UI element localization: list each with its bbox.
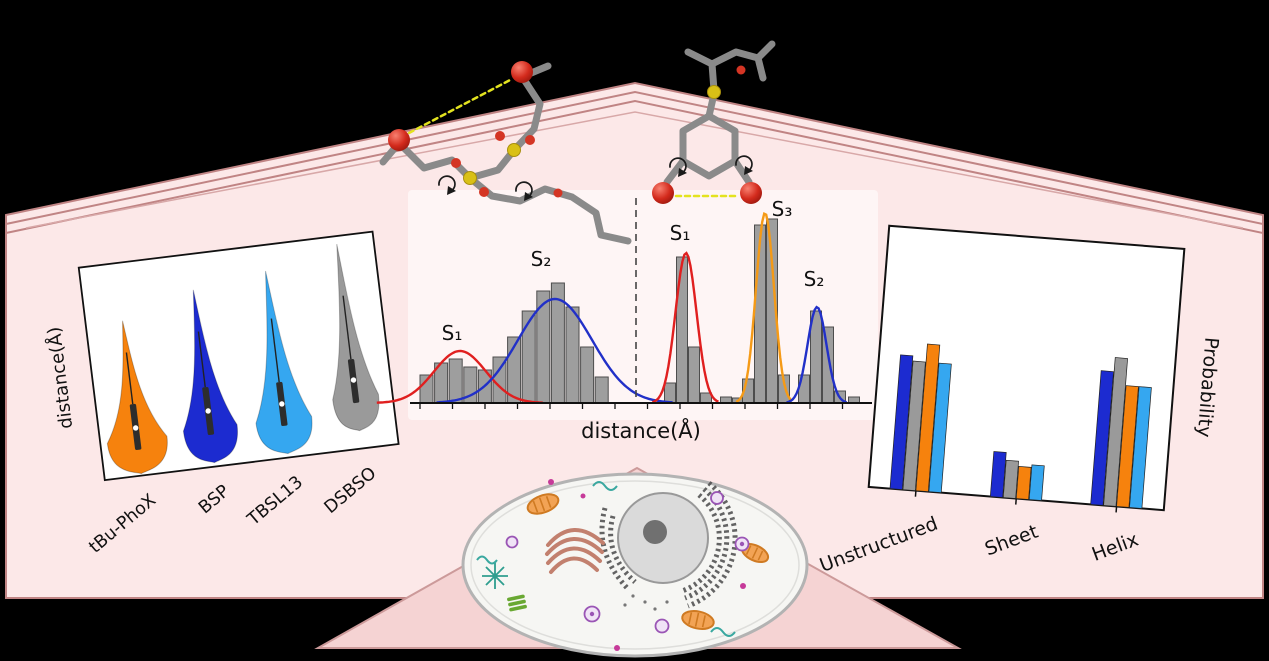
fit-curve (652, 251, 719, 404)
violin-category-label: TBSL13 (243, 472, 307, 530)
bar (889, 354, 914, 490)
violin-median-dot (350, 377, 357, 383)
violin-shape (255, 270, 313, 455)
state-label: S₂ (531, 247, 552, 271)
cell-illustration (461, 472, 809, 658)
violin-plot-frame (77, 230, 400, 482)
bar (1090, 370, 1114, 506)
bar (1015, 466, 1032, 500)
fit-curve (735, 211, 794, 403)
fit-curve (436, 297, 673, 404)
mitochondrion (681, 610, 715, 630)
hist-bar (565, 306, 580, 404)
hist-bar (822, 326, 834, 404)
bar-category-label: Sheet (982, 521, 1041, 561)
nucleolus (643, 520, 667, 544)
ribosome-dots (623, 594, 669, 611)
small-organelles (548, 479, 746, 651)
state-label: S₁ (670, 221, 691, 245)
hist-bar (700, 392, 712, 404)
violin-shape (182, 289, 238, 464)
mitochondrion (526, 493, 560, 515)
state-label: S₃ (772, 197, 793, 221)
chloroplast-stack (507, 594, 527, 612)
bar (1103, 357, 1128, 507)
bar (989, 451, 1007, 498)
bar (1129, 386, 1152, 509)
hist-bar (580, 346, 595, 404)
bar (902, 360, 926, 491)
cell-membrane-inner (470, 480, 800, 650)
bar (1028, 464, 1045, 501)
violin-median-dot (279, 401, 285, 407)
banner-inner-line (25, 111, 1244, 229)
violin-median-dot (205, 408, 211, 414)
hist-bar (594, 376, 609, 404)
histogram-svg: S₁ S₂ S₁ S₃ S₂ distance(Å) (376, 190, 878, 443)
bar (1116, 385, 1139, 508)
violin-category-label: BSP (195, 481, 233, 518)
state-label: S₁ (442, 321, 463, 345)
state-label: S₂ (804, 267, 825, 291)
hist-bar (448, 358, 463, 404)
fit-curve (376, 349, 543, 404)
fit-curve (786, 305, 847, 404)
cytoskeleton-squiggles (476, 481, 736, 637)
golgi-apparatus (545, 528, 605, 574)
violin-shape (332, 243, 380, 432)
vesicles (505, 491, 750, 634)
centriole-aster (482, 563, 508, 589)
bar (915, 343, 941, 493)
bar (928, 362, 952, 494)
violin-category-label: DSBSO (321, 463, 381, 518)
bar (1002, 459, 1019, 499)
violin-shape (106, 320, 168, 475)
hist-bar (676, 256, 688, 404)
violin-category-label: tBu-PhoX (85, 490, 160, 557)
bar-category-label: Helix (1089, 528, 1141, 565)
hist-bar (688, 346, 700, 404)
histogram-panel: S₁ S₂ S₁ S₃ S₂ distance(Å) (376, 190, 878, 445)
histogram-xlabel: distance(Å) (581, 417, 701, 443)
hist-bar (664, 382, 676, 404)
violin-median-dot (132, 425, 139, 431)
hist-bar (521, 310, 536, 404)
